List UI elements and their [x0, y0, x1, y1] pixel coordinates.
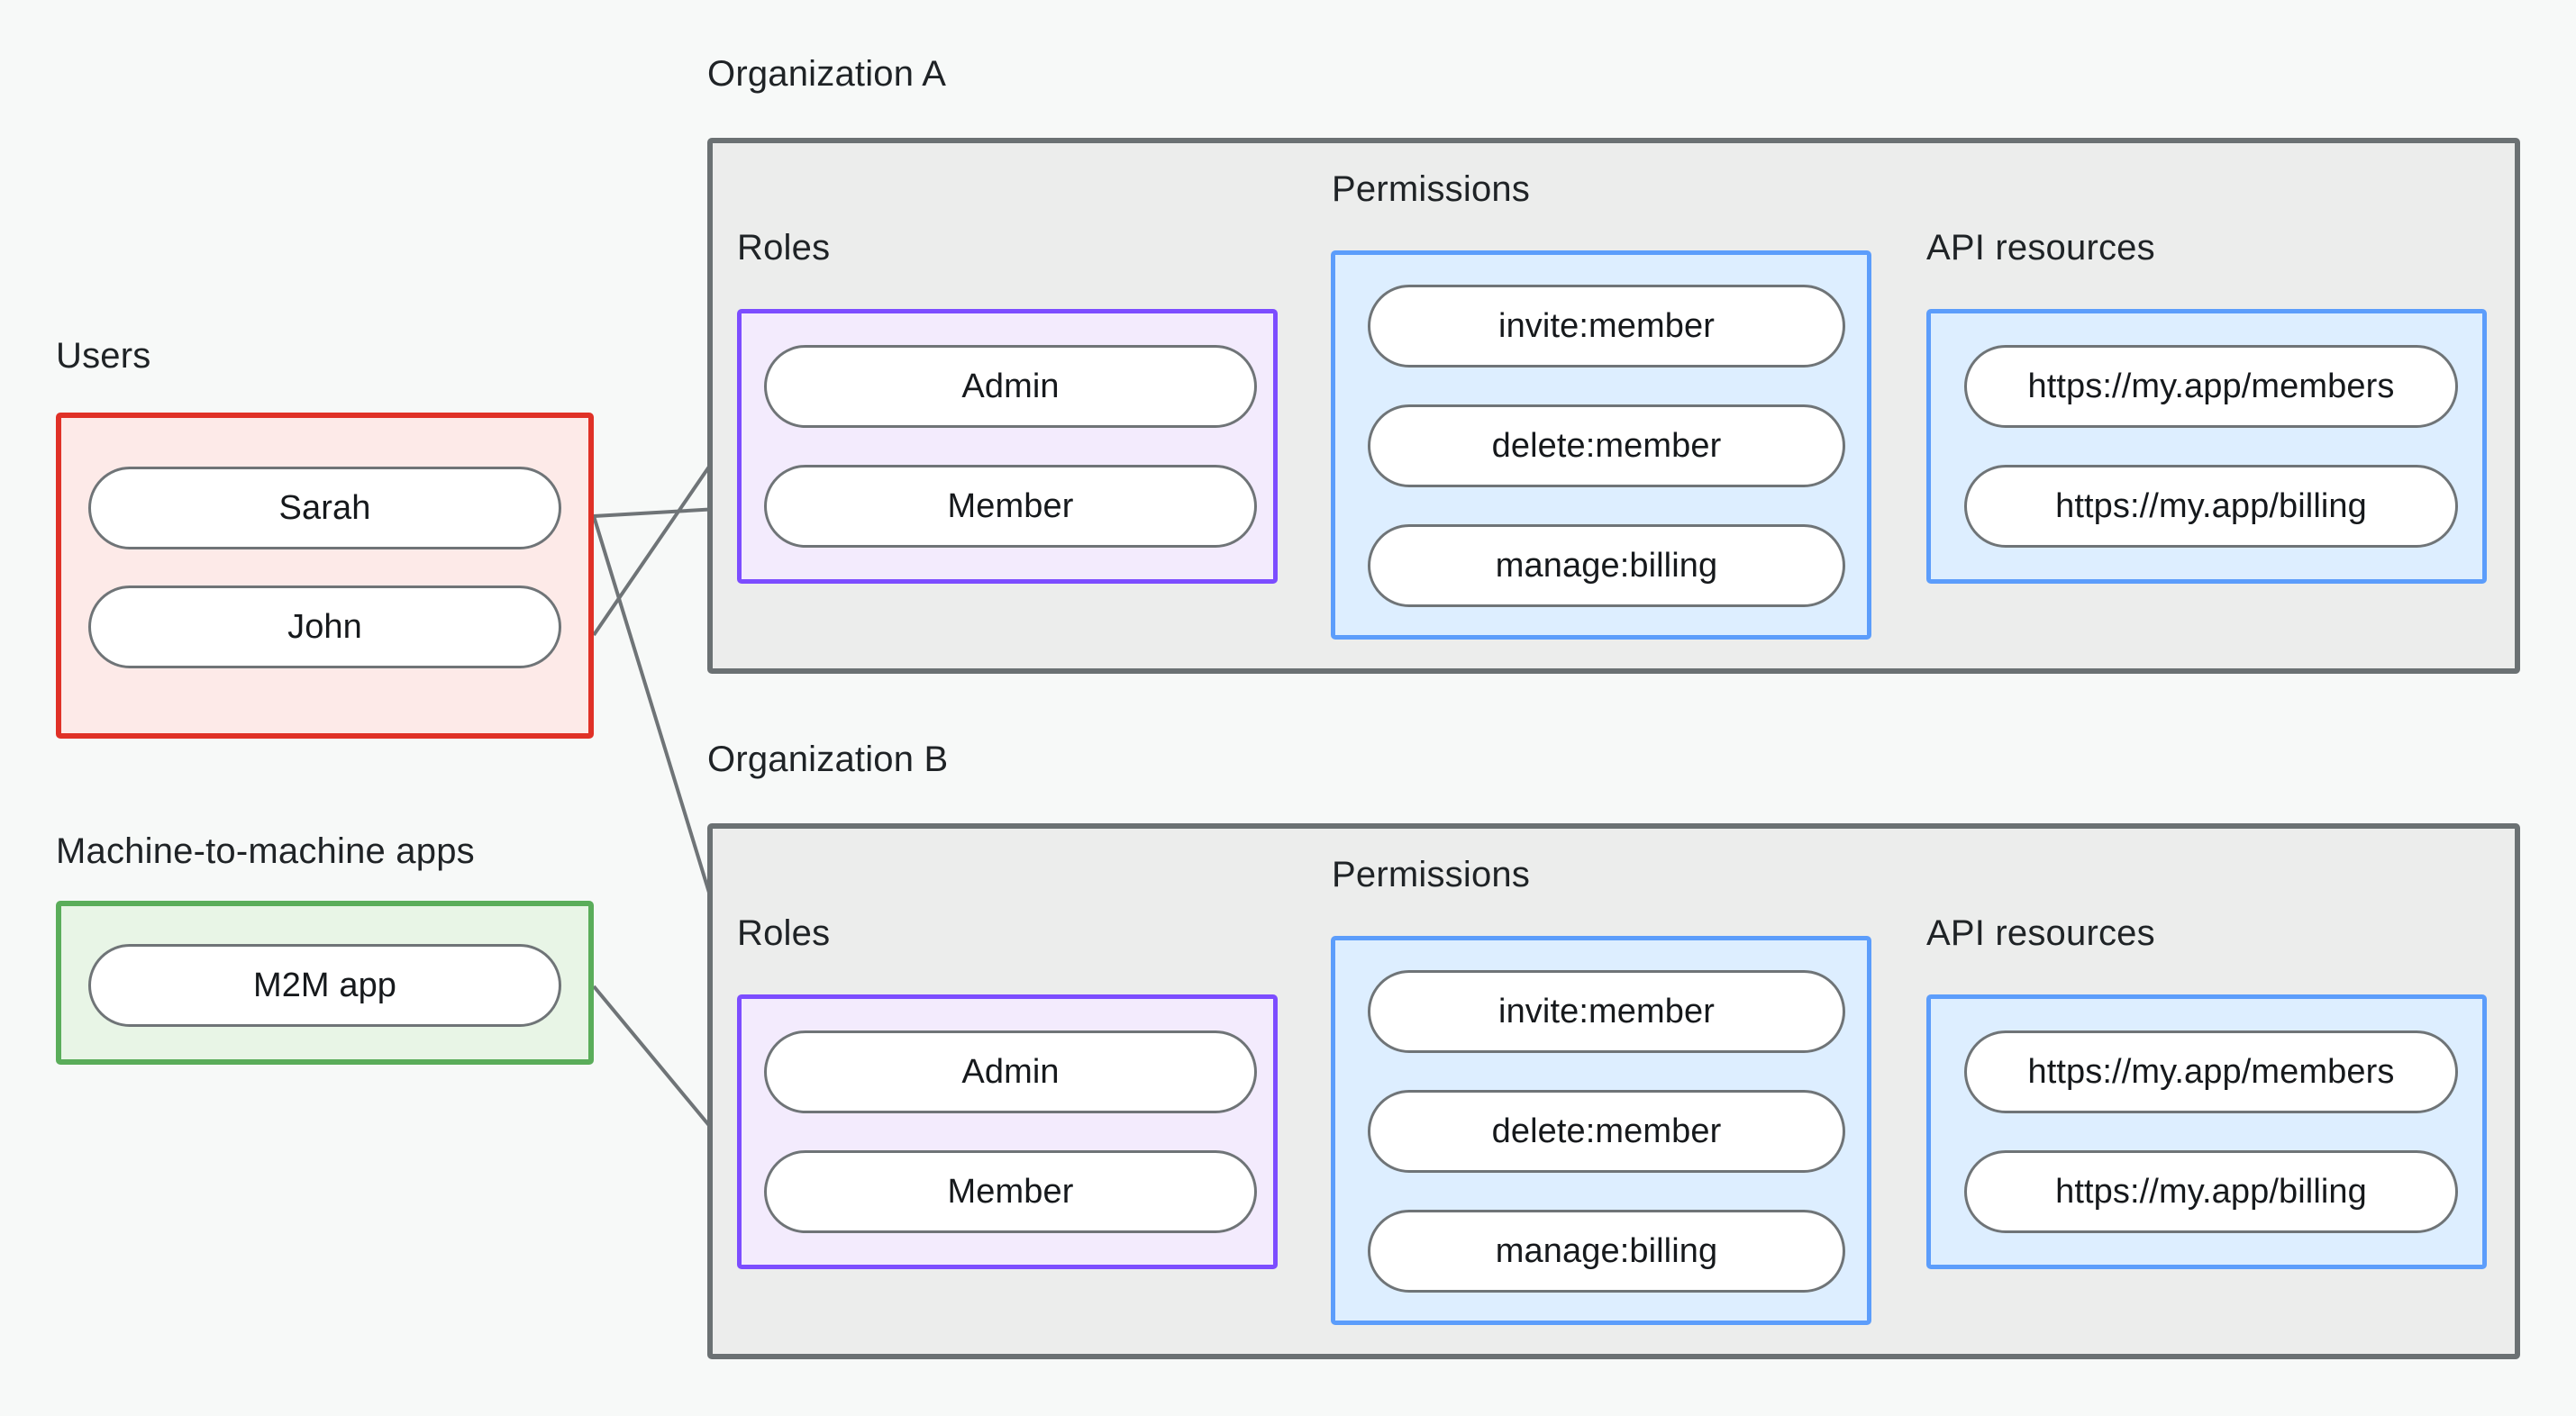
org-a-title: Organization A — [707, 54, 947, 94]
org-b-role-admin[interactable]: Admin — [764, 1030, 1257, 1113]
org-a-role-member[interactable]: Member — [764, 465, 1257, 548]
org-b-permission-manage-billing[interactable]: manage:billing — [1368, 1210, 1845, 1293]
org-a-api-billing[interactable]: https://my.app/billing — [1964, 465, 2458, 548]
user-node-john[interactable]: John — [88, 585, 561, 668]
org-b-role-member[interactable]: Member — [764, 1150, 1257, 1233]
org-a-permission-delete-member[interactable]: delete:member — [1368, 404, 1845, 487]
org-b-permissions-label: Permissions — [1332, 855, 1531, 894]
org-b-permission-invite-member[interactable]: invite:member — [1368, 970, 1845, 1053]
org-a-permission-manage-billing[interactable]: manage:billing — [1368, 524, 1845, 607]
user-node-sarah[interactable]: Sarah — [88, 467, 561, 549]
org-a-permission-invite-member[interactable]: invite:member — [1368, 285, 1845, 368]
org-a-api-members[interactable]: https://my.app/members — [1964, 345, 2458, 428]
org-b-roles-label: Roles — [737, 913, 831, 953]
org-b-api-billing[interactable]: https://my.app/billing — [1964, 1150, 2458, 1233]
org-b-api-members[interactable]: https://my.app/members — [1964, 1030, 2458, 1113]
m2m-node-app[interactable]: M2M app — [88, 944, 561, 1027]
org-b-permission-delete-member[interactable]: delete:member — [1368, 1090, 1845, 1173]
org-b-api-label: API resources — [1926, 913, 2155, 953]
org-a-roles-label: Roles — [737, 228, 831, 268]
m2m-group-label: Machine-to-machine apps — [56, 831, 475, 871]
org-a-permissions-label: Permissions — [1332, 169, 1531, 209]
org-a-api-label: API resources — [1926, 228, 2155, 268]
users-group-label: Users — [56, 336, 151, 376]
org-b-title: Organization B — [707, 740, 949, 779]
org-a-role-admin[interactable]: Admin — [764, 345, 1257, 428]
users-group — [56, 413, 594, 739]
